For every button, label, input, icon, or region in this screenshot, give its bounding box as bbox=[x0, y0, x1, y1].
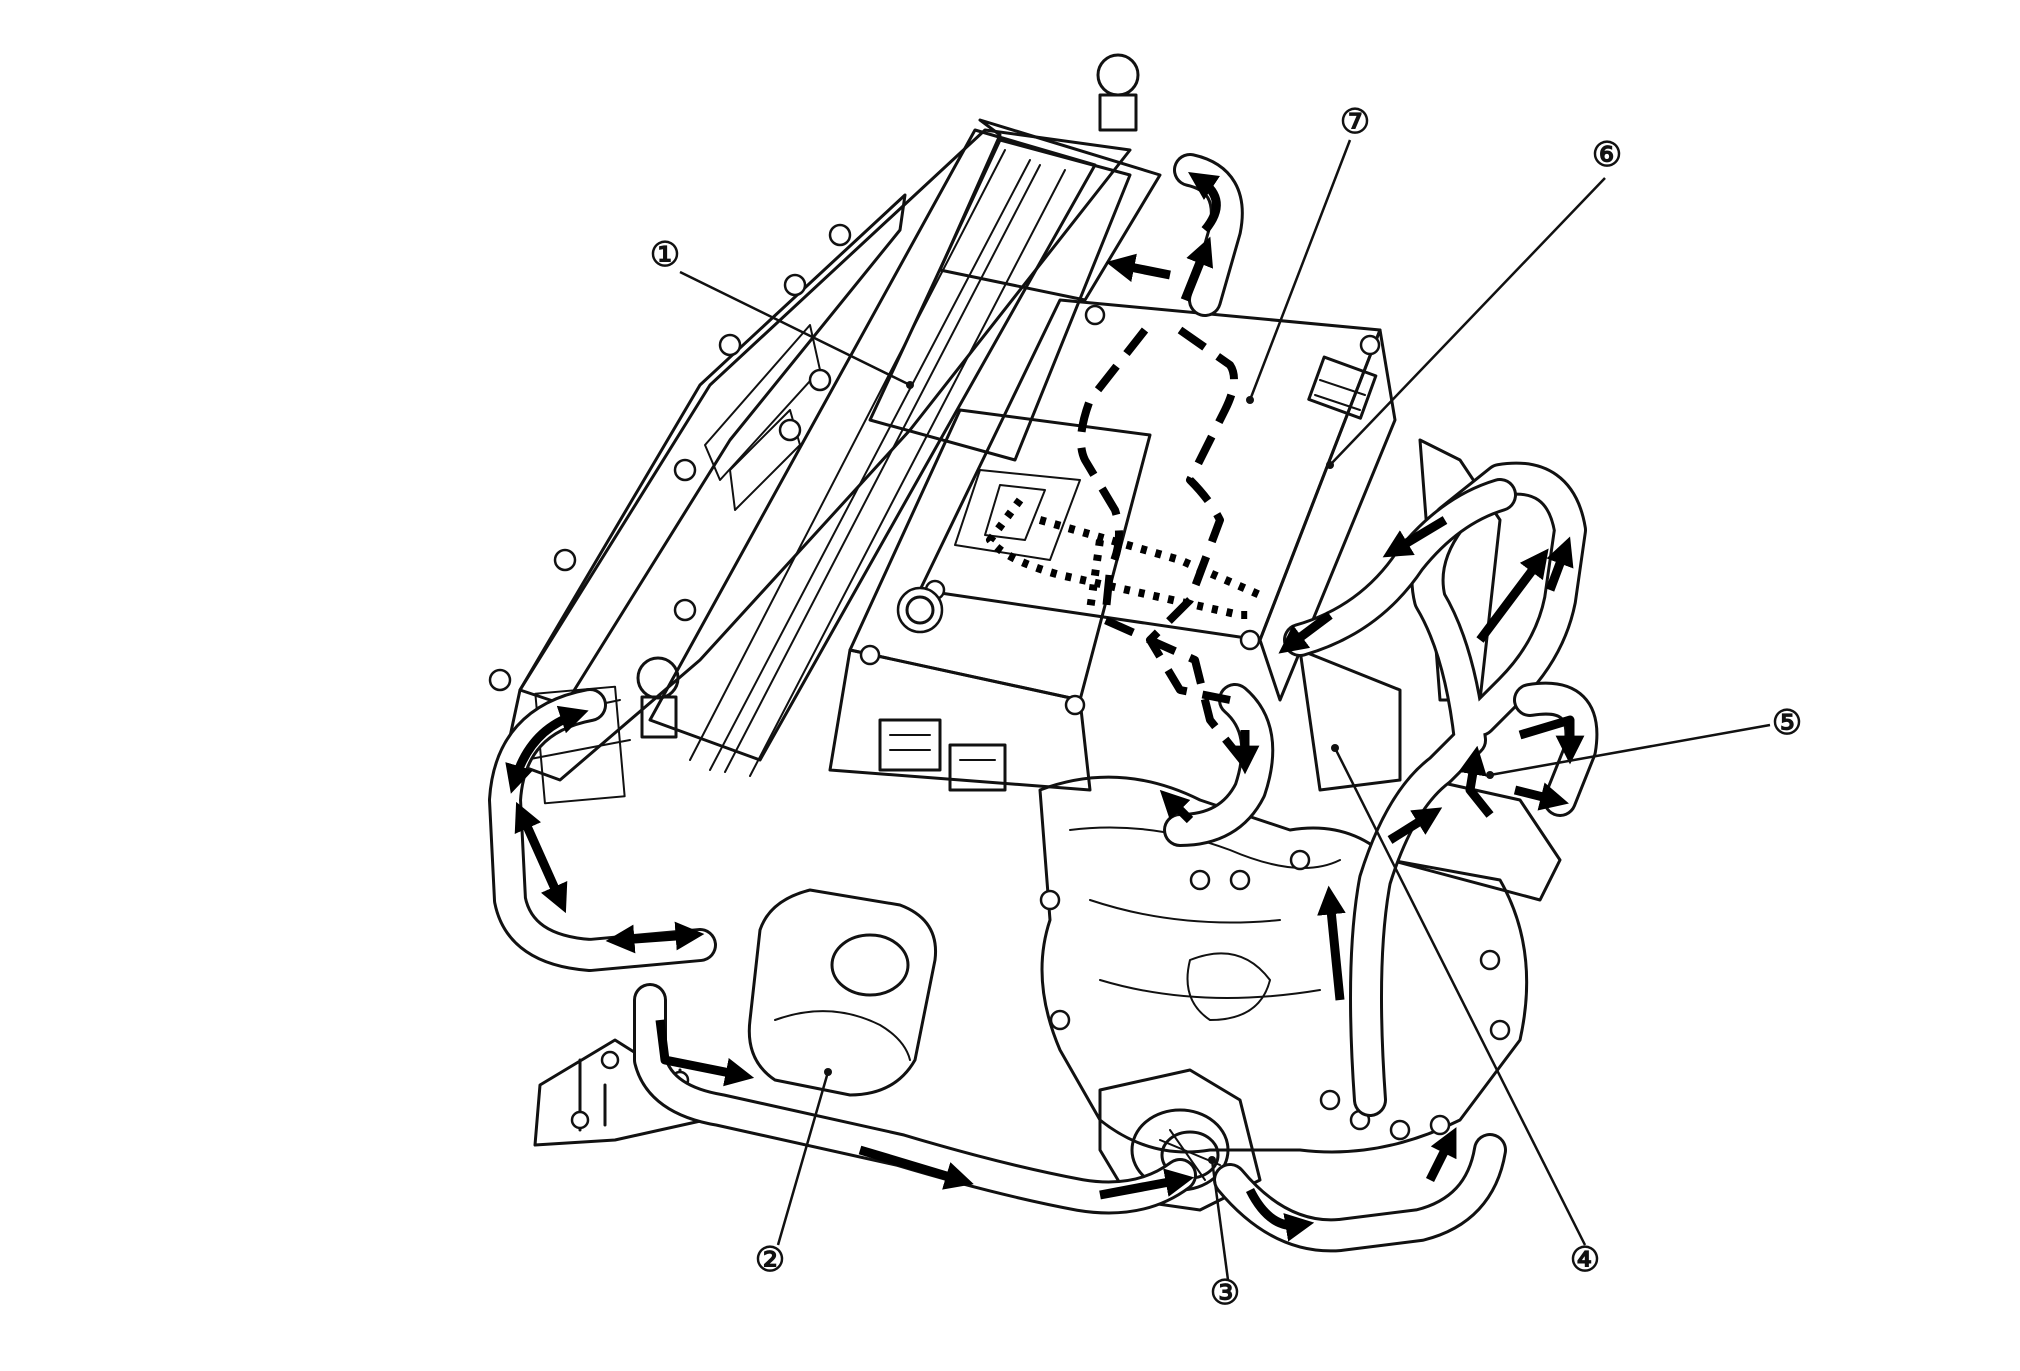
flow-arrow-16 bbox=[1545, 536, 1574, 592]
callout-2: ② bbox=[755, 1241, 785, 1279]
flow-arrow-12 bbox=[1317, 885, 1346, 1001]
flow-arrow-1 bbox=[1188, 172, 1221, 233]
flow-arrow-19 bbox=[1518, 715, 1585, 765]
callout-3: ③ bbox=[1210, 1274, 1240, 1312]
flow-arrow-9 bbox=[1099, 1168, 1195, 1200]
flow-arrow-18 bbox=[1278, 611, 1333, 654]
inverter-unit bbox=[828, 298, 1397, 792]
flow-arrow-13 bbox=[1387, 807, 1443, 844]
flow-arrow-14 bbox=[1458, 745, 1494, 818]
flow-arrow-7 bbox=[655, 1019, 755, 1087]
flow-arrow-11 bbox=[1425, 1127, 1457, 1183]
flow-arrow-2 bbox=[1180, 236, 1214, 302]
flow-arrow-3 bbox=[1105, 253, 1171, 282]
coolant-hoses bbox=[488, 153, 1599, 1253]
flow-arrow-4 bbox=[505, 705, 589, 794]
callout-5: ⑤ bbox=[1772, 704, 1802, 742]
callout-7: ⑦ bbox=[1340, 103, 1370, 141]
flow-arrow-10 bbox=[1245, 1187, 1315, 1242]
internal-passages bbox=[986, 326, 1262, 773]
flow-arrow-22 bbox=[1159, 789, 1194, 824]
reservoir-tank bbox=[747, 888, 938, 1097]
callouts: ① ② ③ ④ ⑤ ⑥ ⑦ bbox=[650, 103, 1802, 1312]
flow-arrow-20 bbox=[1513, 782, 1569, 811]
callout-6: ⑥ bbox=[1592, 136, 1622, 174]
callout-4: ④ bbox=[1570, 1241, 1600, 1279]
flow-arrow-5 bbox=[514, 801, 568, 914]
flow-arrow-8 bbox=[858, 1145, 974, 1190]
callout-leaders bbox=[679, 139, 1771, 1281]
flow-arrow-15 bbox=[1476, 548, 1549, 643]
flow-arrow-6 bbox=[605, 921, 705, 954]
callout-1: ① bbox=[650, 236, 680, 274]
flow-arrow-17 bbox=[1382, 516, 1448, 558]
flow-arrows bbox=[505, 172, 1585, 1242]
